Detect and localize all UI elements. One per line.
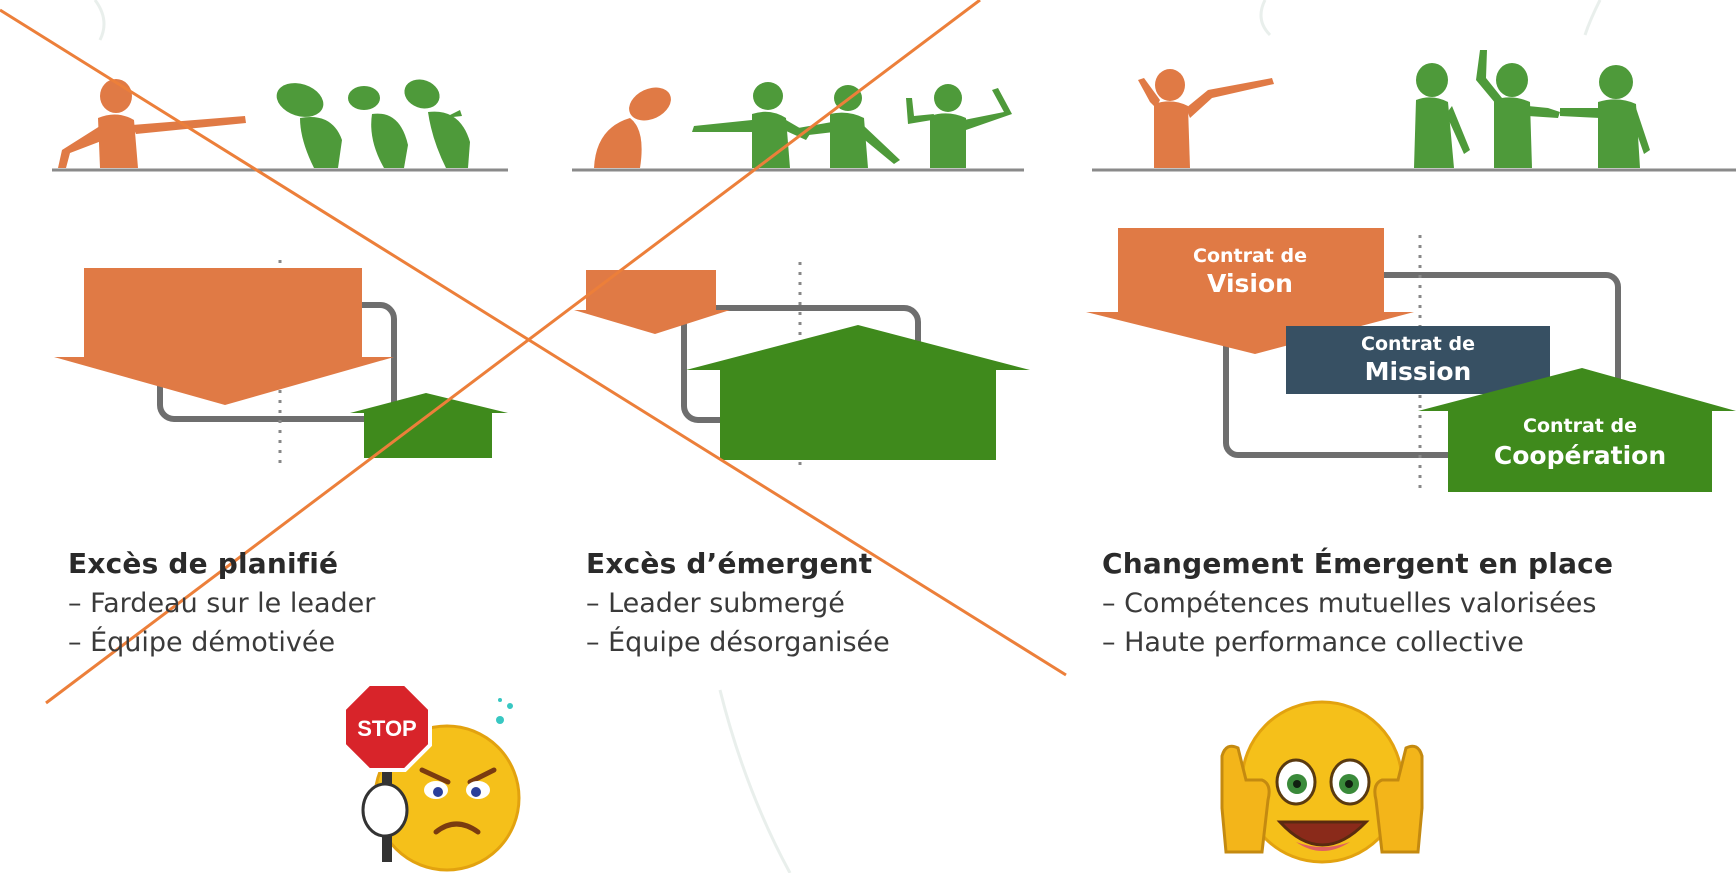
cooperation-contract-arrow (1418, 368, 1736, 492)
panel-changement-figures: Contrat de Vision Contrat de Mission Con… (1086, 50, 1736, 495)
vision-contract-arrow (1086, 228, 1414, 354)
vision-contract-small: Contrat de (1193, 245, 1307, 267)
mission-contract-small: Contrat de (1361, 333, 1475, 355)
glove-hand (361, 782, 409, 838)
caption-title: Excès de planifié (68, 547, 339, 580)
cooperation-contract-big: Coopération (1494, 441, 1666, 470)
thumbs-up-emoji (1220, 700, 1424, 864)
angry-stop-emoji: STOP (342, 682, 521, 872)
leader-figure (1138, 69, 1274, 168)
panel-planifie-figures (52, 79, 508, 470)
caption-changement: Changement Émergent en place – Compétenc… (1102, 547, 1614, 658)
caption-title: Changement Émergent en place (1102, 547, 1614, 580)
team-figures (692, 82, 1012, 168)
panel-emergent-figures (572, 82, 1030, 470)
mission-contract-big: Mission (1365, 357, 1472, 386)
team-figures (276, 79, 470, 168)
caption-line: – Fardeau sur le leader (68, 588, 376, 619)
leader-figure (594, 87, 671, 168)
vision-contract-big: Vision (1207, 269, 1293, 298)
caption-title: Excès d’émergent (586, 547, 873, 580)
caption-emergent: Excès d’émergent – Leader submergé – Équ… (586, 547, 890, 658)
planned-arrow-down (574, 270, 730, 334)
emergent-arrow-up (686, 325, 1030, 460)
background-arcs (93, 0, 1602, 874)
thumbs-hands (1220, 744, 1424, 854)
emergent-arrow-up (350, 393, 508, 458)
caption-line: – Leader submergé (586, 588, 845, 619)
caption-planifie: Excès de planifié – Fardeau sur le leade… (68, 547, 376, 658)
process-frame (1223, 272, 1621, 458)
cooperation-contract-small: Contrat de (1523, 415, 1637, 437)
caption-line: – Équipe démotivée (68, 627, 336, 658)
caption-line: – Compétences mutuelles valorisées (1102, 588, 1597, 619)
team-figures (1414, 50, 1650, 168)
rejection-cross (0, 0, 1067, 705)
planned-arrow-down (54, 268, 394, 405)
caption-line: – Haute performance collective (1102, 627, 1524, 658)
mission-contract-box (1286, 326, 1550, 394)
stop-sign (342, 682, 432, 772)
caption-line: – Équipe désorganisée (586, 627, 890, 658)
stop-sign-label: STOP (357, 716, 417, 741)
leader-figure (58, 79, 246, 168)
